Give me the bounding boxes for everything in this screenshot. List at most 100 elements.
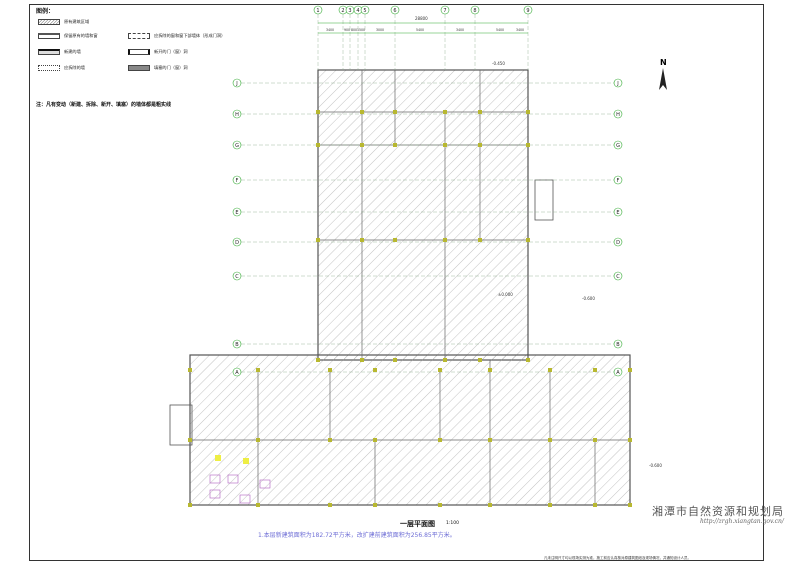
row-axis-circle [232, 271, 242, 281]
row-axis-circle [613, 237, 623, 247]
structural-column [443, 358, 447, 362]
dimension-label: 5400 [416, 28, 424, 32]
lower-building-block [189, 354, 631, 506]
row-axis-label: C [616, 274, 620, 280]
legend-swatch-filled-opening [128, 65, 150, 71]
row-axis-circle [613, 367, 623, 377]
structural-column [188, 503, 192, 507]
structural-column [478, 358, 482, 362]
stair-marker [243, 458, 249, 464]
structural-column [526, 238, 530, 242]
structural-column [478, 143, 482, 147]
column-axis-circle [523, 5, 533, 15]
structural-column [488, 503, 492, 507]
structural-column [328, 438, 332, 442]
row-axis-label: H [616, 112, 620, 118]
row-axis-circle [232, 367, 242, 377]
right-stair [534, 179, 554, 221]
row-axis-label: B [616, 342, 620, 348]
structural-column [393, 358, 397, 362]
left-entrance [169, 404, 193, 446]
row-axis-circle [232, 237, 242, 247]
row-axis-label: F [617, 178, 620, 184]
dimension-label: 900 [344, 28, 350, 32]
row-axis-circle [232, 175, 242, 185]
structural-column [438, 438, 442, 442]
structural-column [548, 368, 552, 372]
column-axis-label: 8 [473, 8, 476, 14]
row-axis-circle [613, 78, 623, 88]
dimension-label: 3400 [326, 28, 334, 32]
structural-column [438, 503, 442, 507]
elevation-label: -0.600 [649, 463, 662, 468]
structural-column [328, 368, 332, 372]
legend-title: 图例： [36, 8, 55, 15]
structural-column [593, 438, 597, 442]
row-axis-label: E [616, 210, 619, 216]
row-axis-circle [613, 339, 623, 349]
legend: 图例： 原有建筑区域 保留原有的墙和窗 应拆除的窗和窗下部墙体（形成门洞） 新建… [32, 6, 302, 108]
row-axis-circle [613, 271, 623, 281]
north-arrow: N [650, 58, 680, 94]
structural-column [316, 358, 320, 362]
structural-column [373, 368, 377, 372]
legend-item-filled-opening: 填塞的门（窗）洞 [154, 65, 188, 70]
structural-column [360, 238, 364, 242]
legend-swatch-existing [38, 19, 60, 25]
row-axis-circle [232, 339, 242, 349]
column-axis-lines [317, 14, 529, 70]
legend-item-keep-wall: 保留原有的墙和窗 [64, 33, 98, 38]
legend-swatch-keep-wall [38, 33, 60, 39]
row-axis-circle [613, 207, 623, 217]
structural-column [443, 143, 447, 147]
dimension-label: 800 [351, 28, 357, 32]
structural-columns [188, 110, 632, 507]
dimension-label: 1500 [357, 28, 365, 32]
structural-column [256, 368, 260, 372]
column-axis-label: 2 [341, 8, 344, 14]
drawing-scale: 1:100 [446, 521, 459, 526]
column-axis-circle [390, 5, 400, 15]
row-axis-label: G [616, 143, 620, 149]
legend-swatch-new-opening [128, 49, 150, 55]
footnote: 凡未注明尺寸均以现场实测为准，施工前应认真核对原建筑图纸及现场情况，并通知设计人… [544, 556, 691, 560]
north-arrow-icon [659, 68, 667, 90]
dimension-label: 3400 [516, 28, 524, 32]
drawing-title: 一层平面图 [400, 520, 435, 528]
north-label: N [660, 58, 667, 67]
structural-column [478, 110, 482, 114]
structural-column [188, 438, 192, 442]
column-axis-label: 9 [526, 8, 529, 14]
elevation-label: -0.450 [492, 61, 505, 66]
structural-column [526, 143, 530, 147]
dimension-label: 3400 [456, 28, 464, 32]
structural-column [393, 110, 397, 114]
structural-column [488, 438, 492, 442]
row-axis-label: C [235, 274, 239, 280]
structural-column [373, 503, 377, 507]
watermark-url: http://zrgh.xiangtan.gov.cn/ [700, 518, 784, 525]
structural-column [360, 143, 364, 147]
column-axis-label: 5 [363, 8, 366, 14]
elevation-label: ±0.000 [498, 292, 513, 297]
structural-column [393, 143, 397, 147]
legend-item-remove-window: 应拆除的窗和窗下部墙体（形成门洞） [154, 33, 226, 38]
structural-column [438, 368, 442, 372]
legend-item-remove-wall: 应拆除的墙 [64, 65, 85, 70]
structural-column [328, 503, 332, 507]
stair-marker [215, 455, 221, 461]
row-axis-circle [613, 140, 623, 150]
structural-column [256, 438, 260, 442]
structural-column [316, 238, 320, 242]
row-axis-label: J [235, 81, 237, 87]
dimension-label: 3000 [376, 28, 384, 32]
row-axis-circle [232, 140, 242, 150]
structural-column [360, 358, 364, 362]
structural-column [256, 503, 260, 507]
row-axis-label: G [235, 143, 239, 149]
interior-walls [190, 70, 630, 505]
row-axis-circle [613, 175, 623, 185]
legend-swatch-new-wall [38, 49, 60, 55]
